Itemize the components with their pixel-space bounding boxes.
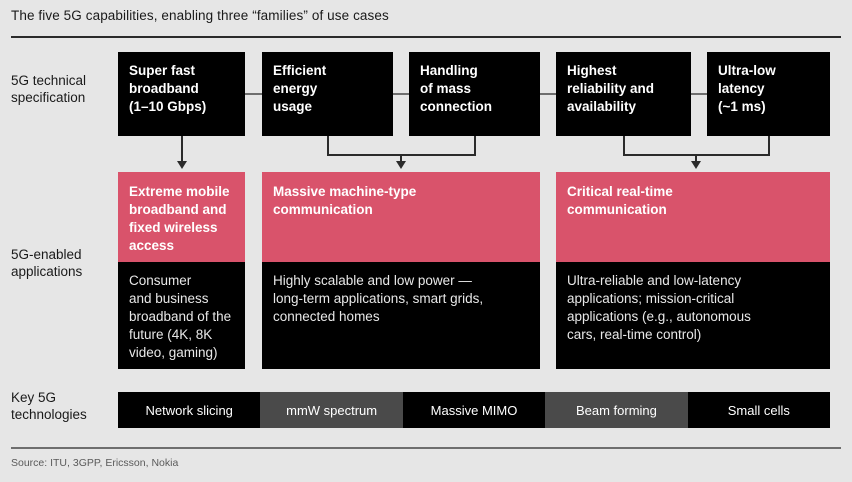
arrow-branch-right-3 — [768, 136, 770, 155]
page-title: The five 5G capabilities, enabling three… — [11, 8, 389, 23]
application-card-extreme-mobile-broadband[interactable]: Extreme mobile broadband and fixed wirel… — [118, 172, 245, 369]
spec-tie-connector-1 — [245, 93, 262, 95]
spec-box-ultra-low-latency[interactable]: Ultra-low latency (~1 ms) — [707, 52, 830, 136]
technology-segment-massive-mimo[interactable]: Massive MIMO — [402, 392, 546, 428]
spec-tie-connector-2 — [393, 93, 409, 95]
spec-box-highest-reliability-availability[interactable]: Highest reliability and availability — [556, 52, 691, 136]
technology-segment-beam-forming[interactable]: Beam forming — [545, 392, 688, 428]
application-card-massive-machine-type-communication[interactable]: Massive machine-type communication Highl… — [262, 172, 540, 369]
technology-bar: Network slicing mmW spectrum Massive MIM… — [118, 392, 831, 428]
spec-box-handling-of-mass-connection[interactable]: Handling of mass connection — [409, 52, 540, 136]
row-label-enabled-applications: 5G-enabled applications — [11, 247, 83, 279]
title-divider — [11, 36, 841, 38]
row-label-key-technologies: Key 5G technologies — [11, 390, 87, 422]
arrow-branch-right-2 — [474, 136, 476, 155]
source-note: Source: ITU, 3GPP, Ericsson, Nokia — [11, 457, 179, 469]
arrow-head-1 — [177, 161, 187, 169]
application-card-heading: Extreme mobile broadband and fixed wirel… — [118, 172, 245, 262]
spec-tie-connector-3 — [540, 93, 556, 95]
application-card-heading: Massive machine-type communication — [262, 172, 540, 262]
application-card-body: Consumer and business broadband of the f… — [129, 273, 232, 360]
spec-tie-connector-4 — [691, 93, 707, 95]
application-card-heading: Critical real-time communication — [556, 172, 830, 262]
spec-box-efficient-energy-usage[interactable]: Efficient energy usage — [262, 52, 393, 136]
arrow-branch-left-2 — [327, 136, 329, 155]
technology-segment-small-cells[interactable]: Small cells — [687, 392, 831, 428]
spec-box-super-fast-broadband[interactable]: Super fast broadband (1–10 Gbps) — [118, 52, 245, 136]
arrow-crossbar-2 — [327, 154, 476, 156]
arrow-stem-1 — [181, 136, 183, 163]
footer-divider — [11, 447, 841, 449]
application-card-body: Highly scalable and low power — long-ter… — [273, 273, 484, 324]
application-card-body: Ultra-reliable and low-latency applicati… — [567, 273, 751, 342]
arrow-branch-left-3 — [623, 136, 625, 155]
arrow-crossbar-3 — [623, 154, 770, 156]
row-label-technical-specification: 5G technical specification — [11, 73, 87, 105]
arrow-head-2 — [396, 161, 406, 169]
arrow-head-3 — [691, 161, 701, 169]
arrow-stem-3 — [695, 154, 697, 163]
application-card-critical-real-time-communication[interactable]: Critical real-time communication Ultra-r… — [556, 172, 830, 369]
technology-segment-mmw-spectrum[interactable]: mmW spectrum — [260, 392, 403, 428]
technology-segment-network-slicing[interactable]: Network slicing — [118, 392, 261, 428]
arrow-stem-2 — [400, 154, 402, 163]
